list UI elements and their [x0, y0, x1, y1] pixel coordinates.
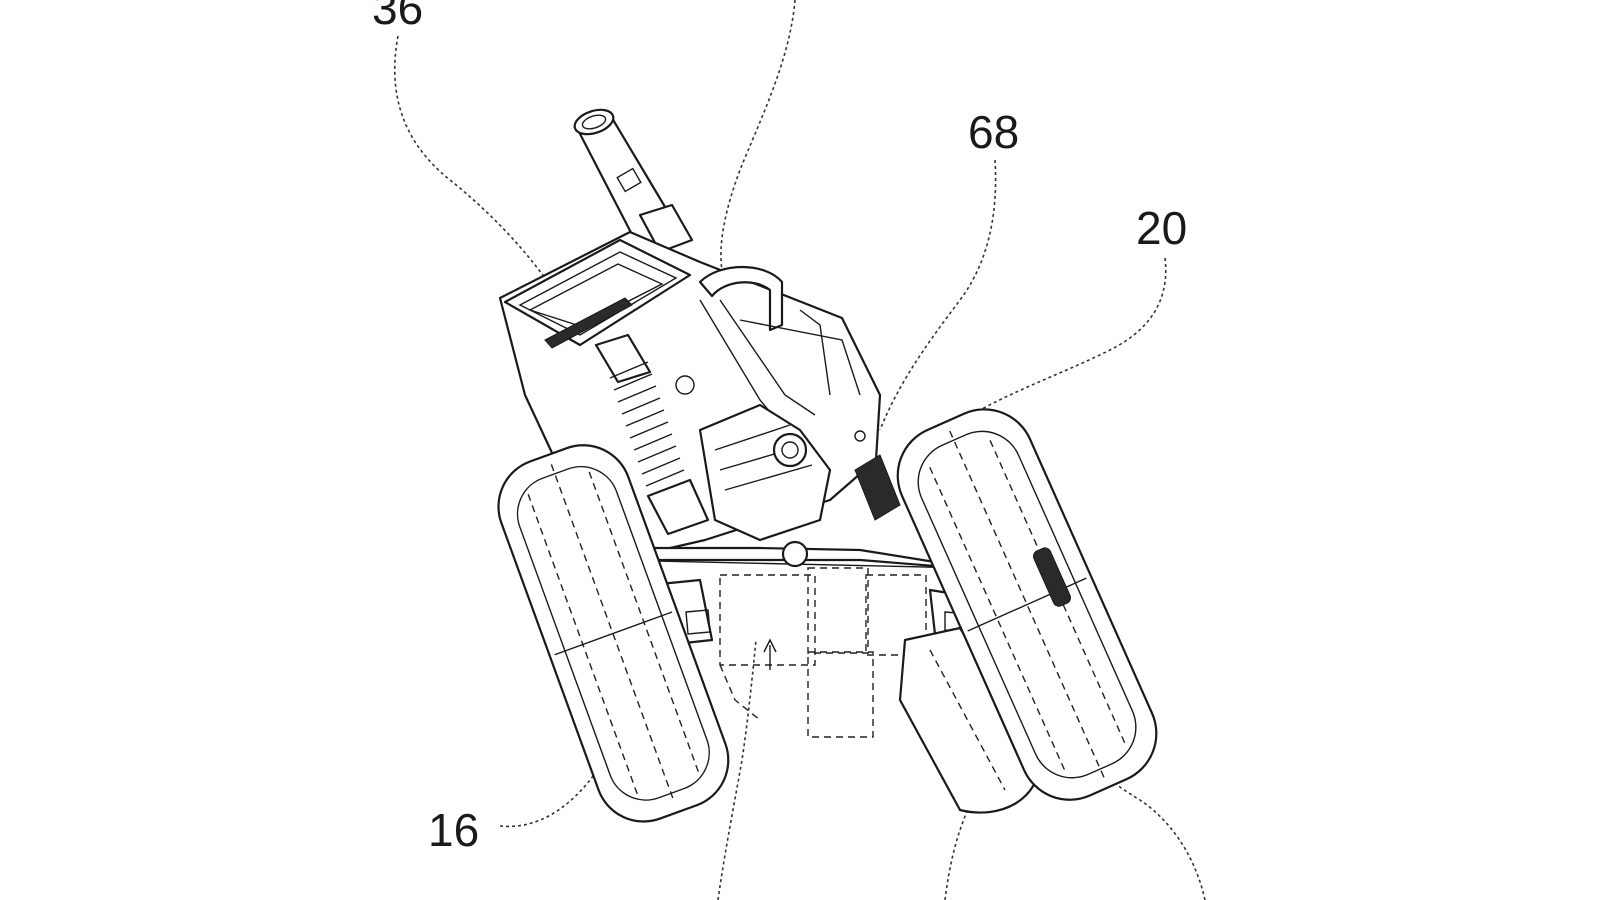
- leader-top-center: [720, 0, 796, 271]
- ref-label-20: 20: [1136, 202, 1187, 254]
- gearbox-housing: [719, 567, 969, 738]
- right-front-wheel: [896, 408, 1158, 801]
- ref-label-16: 16: [428, 804, 479, 856]
- ref-label-36: 36: [372, 0, 423, 34]
- ref-label-68: 68: [968, 106, 1019, 158]
- left-front-wheel: [497, 444, 730, 823]
- leader-bottom-left: [717, 639, 757, 900]
- leader-68: [879, 159, 997, 431]
- suspension-spring: [594, 333, 710, 536]
- steering-column: [573, 108, 694, 254]
- engine-components: [698, 403, 901, 542]
- leader-20: [954, 257, 1167, 426]
- vehicle-assembly: [497, 108, 1158, 823]
